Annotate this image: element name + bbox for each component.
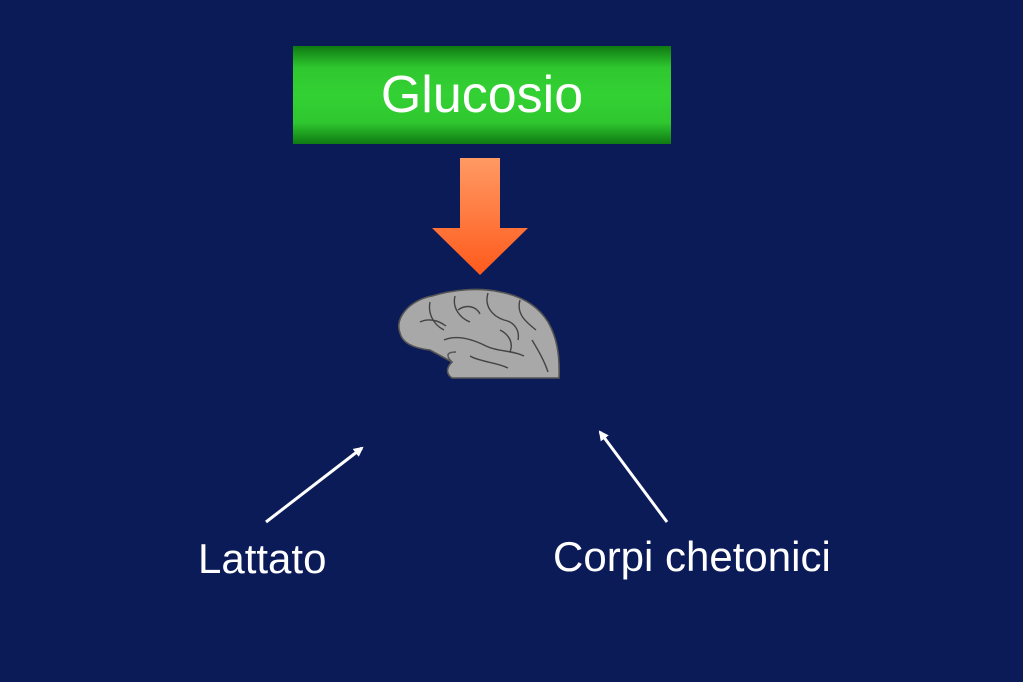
label-corpi-chetonici: Corpi chetonici bbox=[553, 533, 831, 580]
down-arrow-icon bbox=[432, 158, 528, 275]
label-lattato: Lattato bbox=[198, 535, 327, 582]
glucose-label: Glucosio bbox=[380, 66, 584, 124]
glucose-box: Glucosio bbox=[293, 46, 671, 144]
arrow-corpi-chetonici bbox=[598, 430, 669, 523]
brain-icon bbox=[397, 288, 560, 379]
arrow-lattato bbox=[265, 446, 364, 524]
